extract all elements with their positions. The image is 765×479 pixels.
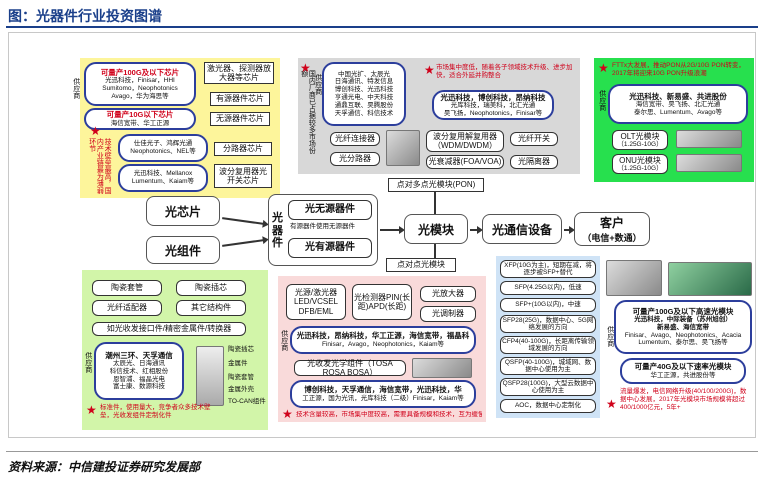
pon-supplier-oval: 光迅科技、新易盛、共进股份 海信宽带、昊飞扬、北汇光通 泰尔思、Lumentum… bbox=[608, 84, 748, 124]
active-supplier-label: 供应商 bbox=[280, 330, 288, 351]
component-bottom-note: 标准件，使用量大，竞争者众多技术壁垒，光收发组件定制化件 bbox=[100, 404, 211, 419]
pon-top-note: FTTx大发展，推动PON从2G/10G PON转变，2017年将迎来10G P… bbox=[612, 62, 745, 77]
p2p-star-icon: ★ bbox=[606, 397, 617, 411]
component-box-adapter: 光纤适配器 bbox=[92, 300, 162, 316]
chip-box-wdm: 波分复用器光开关芯片 bbox=[214, 164, 272, 188]
chip-supplier-oval-100g: 可量产100G及以下芯片 光迅科技，Finisar，HHI Sumitomo，N… bbox=[84, 62, 196, 106]
component-box-ferrule: 陶瓷插芯 bbox=[176, 280, 246, 296]
p2p-item-qsfp28: QSFP28(100G)，大型云数据中心使用为主 bbox=[500, 378, 596, 396]
chip-supplier-oval-10g: 可量产10G以下芯片 海信宽带、华工正源 bbox=[84, 108, 196, 130]
active-bottom-note: 技术含量较高，市场集中度较高，需要具备规模和技术，互为缓慢变革和趋势 bbox=[296, 411, 482, 418]
chip-company-oval-2: 光迅科技、Mellanox Lumentum、Kaiam等 bbox=[118, 164, 208, 192]
passive-box-connector: 光纤连接器 bbox=[330, 132, 380, 146]
component-box-interface: 如光收发接口件/精密金属件/转换器 bbox=[92, 322, 246, 336]
passive-device-node: 光无源器件 bbox=[288, 200, 372, 220]
device-node: 光器件 bbox=[272, 212, 283, 250]
p2p-item-aoc: AOC，数据中心定制化 bbox=[500, 399, 596, 413]
diagram-frame bbox=[8, 32, 756, 438]
p2p-item-qsfp: QSFP(40-100G)，城域网、数据中心使用为主 bbox=[500, 357, 596, 375]
p2p-item-sfp: SFP(4.25G以内)，低速 bbox=[500, 281, 596, 295]
component-supplier-label: 供应商 bbox=[84, 352, 92, 373]
source-note: 资料来源：中信建投证券研究发展部 bbox=[8, 460, 201, 474]
p2p-item-sfpplus: SFP+(10G以内)，中速 bbox=[500, 298, 596, 312]
module-node: 光模块 bbox=[404, 214, 468, 244]
equipment-to-customer-arrow bbox=[564, 226, 575, 234]
passive-box-splitter: 光分路器 bbox=[330, 152, 380, 166]
chip-supplier-label: 供应商 bbox=[72, 78, 80, 99]
olt-module-box: OLT光模块 （1.25G-10G） bbox=[612, 130, 668, 150]
olt-module-image bbox=[676, 130, 742, 148]
p2p-connector-line bbox=[434, 244, 436, 258]
page-title: 图：光器件行业投资图谱 bbox=[8, 8, 162, 24]
passive-star-icon: ★ bbox=[300, 61, 311, 75]
passive-supplier-oval-2: 光迅科技，博创科技，昂纳科技 光库科技，瑞美科，北汇光通 昊飞扬，Neophot… bbox=[432, 90, 554, 120]
chip-box-passive: 无源器件芯片 bbox=[210, 112, 270, 126]
to-can-diagram bbox=[196, 346, 224, 406]
chip-box-active: 有源器件芯片 bbox=[210, 92, 270, 106]
component-box-other: 其它结构件 bbox=[176, 300, 246, 316]
module-photo-2 bbox=[668, 262, 752, 296]
diagram-label-sleeve: 陶瓷套管 bbox=[228, 374, 254, 381]
module-photo-1 bbox=[606, 260, 662, 296]
chip-node: 光芯片 bbox=[146, 196, 220, 226]
active-device-node: 光有源器件 bbox=[288, 238, 372, 258]
module-to-equipment-arrow bbox=[470, 226, 483, 234]
device-note: 有源器件使用无源器件 bbox=[290, 223, 355, 230]
passive-box-isolator: 光隔离器 bbox=[510, 155, 558, 169]
active-star-icon: ★ bbox=[282, 407, 293, 421]
passive-box-switch: 光纤开关 bbox=[510, 132, 558, 146]
pon-connector-line bbox=[434, 192, 436, 214]
component-supplier-oval: 潮州三环、天孚通信 太辰光、日海通讯 科信技术、红相股份 恩智浦、福晶光电 富士… bbox=[94, 342, 184, 400]
fiber-connector-image bbox=[386, 130, 420, 166]
component-box-sleeve: 陶瓷套管 bbox=[92, 280, 162, 296]
title-underline bbox=[6, 26, 758, 28]
p2p-bottom-note: 流量爆发，电信网络升级(40/100/200G)，数据中心发展，2017年光模块… bbox=[620, 388, 747, 411]
footer-divider bbox=[6, 451, 758, 452]
pon-star-icon: ★ bbox=[598, 61, 609, 75]
chip-barrier-note: 技术壁垒最高，国内产业链最为薄弱环节 bbox=[88, 138, 112, 194]
p2p-module-label: 点对点光模块 bbox=[386, 258, 456, 272]
chip-supplier-line-2: Sumitomo，Neophotonics bbox=[102, 84, 178, 92]
customer-node: 客户 （电信+数通） bbox=[574, 212, 650, 246]
active-box-modulator: 光调制器 bbox=[420, 306, 476, 322]
onu-module-box: ONU光模块 （1.25G-10G） bbox=[612, 154, 668, 174]
p2p-supplier-label: 供应商 bbox=[606, 326, 614, 347]
active-box-detector: 光检测器PIN(长距)APD(长距) bbox=[352, 284, 412, 320]
passive-box-attenuator: 光衰减器(FOA/VOA) bbox=[426, 155, 504, 169]
passive-box-wdm: 波分复用解复用器（WDM/DWDM） bbox=[426, 130, 504, 152]
chip-supplier-line-3: Avago，华为海思等 bbox=[111, 92, 169, 100]
chip-company-oval-1: 仕佳光子、鸿辉光通Neophotonics、NEL等 bbox=[118, 134, 208, 162]
pon-supplier-label: 供应商 bbox=[598, 90, 606, 111]
diagram-label-metal: 金属件 bbox=[228, 360, 248, 367]
chip-star-icon: ★ bbox=[90, 124, 101, 138]
active-box-amplifier: 光放大器 bbox=[420, 286, 476, 302]
p2p-supplier-oval-2: 可量产40G及以下速率光模块 华工正源，共进股份等 bbox=[620, 358, 746, 384]
p2p-item-cfp4: CFP4(40-100G)，长距离传输领域发展的方向 bbox=[500, 336, 596, 354]
active-supplier-oval-1: 光迅科技，昂纳科技，华工正源，海信宽带，福晶科 Finisar，Avago，Ne… bbox=[290, 326, 476, 354]
chip-box-laser: 激光器、探测器放大器等芯片 bbox=[204, 62, 274, 84]
p2p-item-xfp: XFP(10G为主)，短期在减，将逐步被SFP+替代 bbox=[500, 260, 596, 278]
p2p-supplier-oval-1: 可量产100G及以下高速光模块 光迅科技，中际装备（苏州旭创） 新易盛、海信宽带… bbox=[614, 300, 752, 354]
diagram-label-ferrule: 陶瓷插芯 bbox=[228, 346, 254, 353]
active-supplier-oval-2: 博创科技，天孚通信，海信宽带，光迅科技，华 工正源，国为光讯，光库科技（二级）F… bbox=[290, 380, 476, 408]
active-box-laser: 光源/激光器LED/VCSEL DFB/EML bbox=[286, 284, 346, 320]
component-node: 光组件 bbox=[146, 236, 220, 264]
passive-note-star-icon: ★ bbox=[424, 63, 435, 77]
passive-vertical-note: 国内厂商已占据较多市场份额 bbox=[300, 70, 316, 154]
pon-module-label: 点对多点光模块(PON) bbox=[388, 178, 484, 192]
chip-supplier-line-1: 光迅科技，Finisar，HHI bbox=[105, 76, 175, 84]
passive-supplier-oval-1: 中国光扩、太辰光 日海通讯、特发信息 博创科技、光迅科技 亨通光电、中天科技 通… bbox=[322, 62, 406, 126]
passive-top-note: 市场集中度低，随着各子领域技术升级、进步加快，适合外延并购整合 bbox=[436, 64, 573, 79]
diagram-label-tocan: TO-CAN组件 bbox=[228, 398, 266, 405]
p2p-item-sfp28: SFP28(25G)，数据中心、5G网络发展的方向 bbox=[500, 315, 596, 333]
equipment-node: 光通信设备 bbox=[482, 214, 562, 244]
onu-module-image bbox=[676, 154, 742, 172]
device-to-module-arrow bbox=[380, 226, 405, 234]
diagram-label-shell: 金属外壳 bbox=[228, 386, 254, 393]
active-box-osa: 光收发光学组件（TOSA ROSA BOSA） bbox=[294, 359, 406, 377]
passive-supplier-label: 供应商 bbox=[314, 74, 322, 95]
osa-image bbox=[412, 358, 472, 378]
component-star-icon: ★ bbox=[86, 403, 97, 417]
chip-box-splitter: 分路器芯片 bbox=[214, 142, 272, 156]
